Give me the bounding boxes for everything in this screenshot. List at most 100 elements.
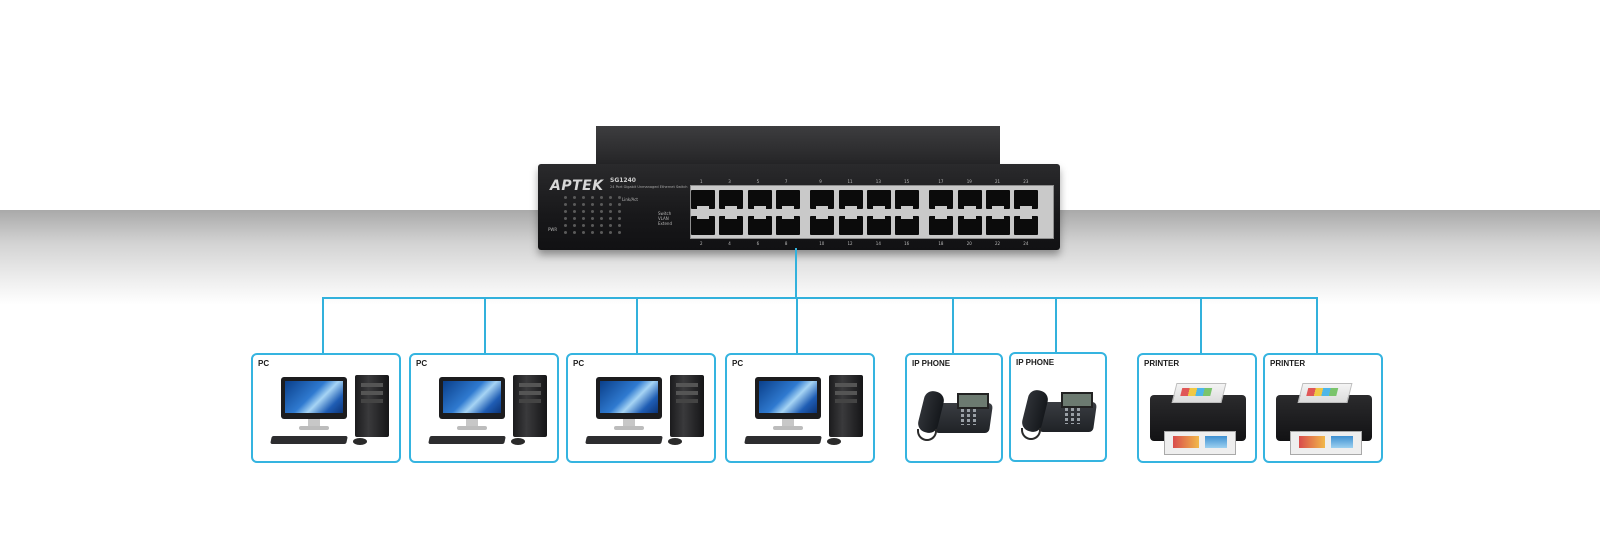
status-led [591, 196, 594, 199]
status-led [618, 210, 621, 213]
device-pc-1: PC [251, 353, 401, 463]
device-label: IP PHONE [912, 359, 951, 368]
status-led [609, 217, 612, 220]
drop-wire-3 [636, 297, 638, 354]
status-led [573, 203, 576, 206]
mode-label-vlan: VLAN [658, 216, 669, 221]
port-number-label: 9 [819, 179, 822, 184]
device-pc-3: PC [566, 353, 716, 463]
uplink-wire [795, 248, 797, 298]
status-led [573, 217, 576, 220]
network-switch: APTEK SG1240 24 Port Gigabit Unmanaged E… [538, 126, 1060, 256]
device-label: PC [416, 359, 428, 368]
drop-wire-2 [484, 297, 486, 354]
status-led [591, 231, 594, 234]
port-number-label: 24 [1023, 241, 1029, 246]
status-led [582, 196, 585, 199]
ethernet-port-21 [986, 190, 1010, 210]
drop-wire-5 [952, 297, 954, 354]
ethernet-port-7 [775, 190, 800, 210]
switch-top-cover [596, 126, 1000, 166]
status-led [573, 196, 576, 199]
power-label: PWR [548, 227, 558, 232]
port-number-label: 22 [995, 241, 1001, 246]
ethernet-port-18 [929, 215, 954, 235]
status-led [573, 224, 576, 227]
ethernet-port-2 [691, 215, 715, 235]
switch-brand-logo: APTEK [550, 178, 604, 194]
ethernet-port-13 [866, 190, 891, 210]
device-label: PRINTER [1270, 359, 1306, 368]
ethernet-port-3 [719, 190, 744, 210]
status-led [564, 217, 567, 220]
device-label: PC [573, 359, 585, 368]
status-led [573, 210, 576, 213]
ethernet-port-8 [775, 215, 800, 235]
port-number-label: 4 [728, 241, 731, 246]
drop-wire-6 [1055, 297, 1057, 353]
device-pc-2: PC [409, 353, 559, 463]
status-led [618, 217, 621, 220]
device-ip-phone-2: IP PHONE [1009, 352, 1107, 462]
ethernet-port-9 [810, 190, 835, 210]
status-led [609, 196, 612, 199]
status-led [600, 210, 603, 213]
drop-wire-4 [796, 297, 798, 354]
port-number-label: 14 [875, 241, 881, 246]
status-led [618, 231, 621, 234]
port-number-label: 16 [904, 241, 910, 246]
status-led [609, 203, 612, 206]
device-ip-phone-1: IP PHONE [905, 353, 1003, 463]
status-led [609, 210, 612, 213]
ethernet-port-12 [838, 215, 863, 235]
drop-wire-1 [322, 297, 324, 354]
switch-front-panel: APTEK SG1240 24 Port Gigabit Unmanaged E… [538, 164, 1060, 250]
device-label: PRINTER [1144, 359, 1180, 368]
device-printer-2: PRINTER [1263, 353, 1383, 463]
status-led [609, 231, 612, 234]
status-led [564, 231, 567, 234]
mode-label-switch: Switch [658, 211, 672, 216]
port-number-label: 11 [847, 179, 853, 184]
ethernet-port-16 [895, 215, 920, 235]
status-led [600, 231, 603, 234]
ethernet-port-10 [810, 215, 835, 235]
drop-wire-8 [1316, 297, 1318, 354]
bus-wire [322, 297, 1318, 299]
status-led [582, 231, 585, 234]
ethernet-port-19 [957, 190, 982, 210]
port-block [690, 185, 1054, 239]
port-number-label: 21 [995, 179, 1001, 184]
status-led [582, 203, 585, 206]
port-number-label: 19 [966, 179, 972, 184]
device-printer-1: PRINTER [1137, 353, 1257, 463]
device-pc-4: PC [725, 353, 875, 463]
status-led [564, 210, 567, 213]
status-led [573, 231, 576, 234]
device-label: PC [732, 359, 744, 368]
ethernet-port-11 [838, 190, 863, 210]
port-number-label: 13 [875, 179, 881, 184]
status-led [600, 203, 603, 206]
port-number-label: 20 [966, 241, 972, 246]
status-led [582, 224, 585, 227]
status-led [591, 217, 594, 220]
port-number-label: 15 [904, 179, 910, 184]
switch-model: SG1240 [610, 177, 636, 184]
port-number-label: 1 [700, 179, 703, 184]
status-led [618, 203, 621, 206]
port-number-label: 5 [756, 179, 760, 184]
status-led [600, 196, 603, 199]
status-led [600, 224, 603, 227]
port-number-label: 18 [938, 241, 944, 246]
ethernet-port-6 [747, 215, 772, 235]
ethernet-port-1 [691, 190, 715, 210]
ethernet-port-5 [747, 190, 772, 210]
status-led [564, 224, 567, 227]
port-number-label: 6 [756, 241, 760, 246]
port-number-label: 23 [1023, 179, 1029, 184]
port-number-label: 10 [819, 241, 825, 246]
ethernet-port-24 [1014, 215, 1039, 235]
port-number-label: 17 [938, 179, 944, 184]
status-led [591, 203, 594, 206]
